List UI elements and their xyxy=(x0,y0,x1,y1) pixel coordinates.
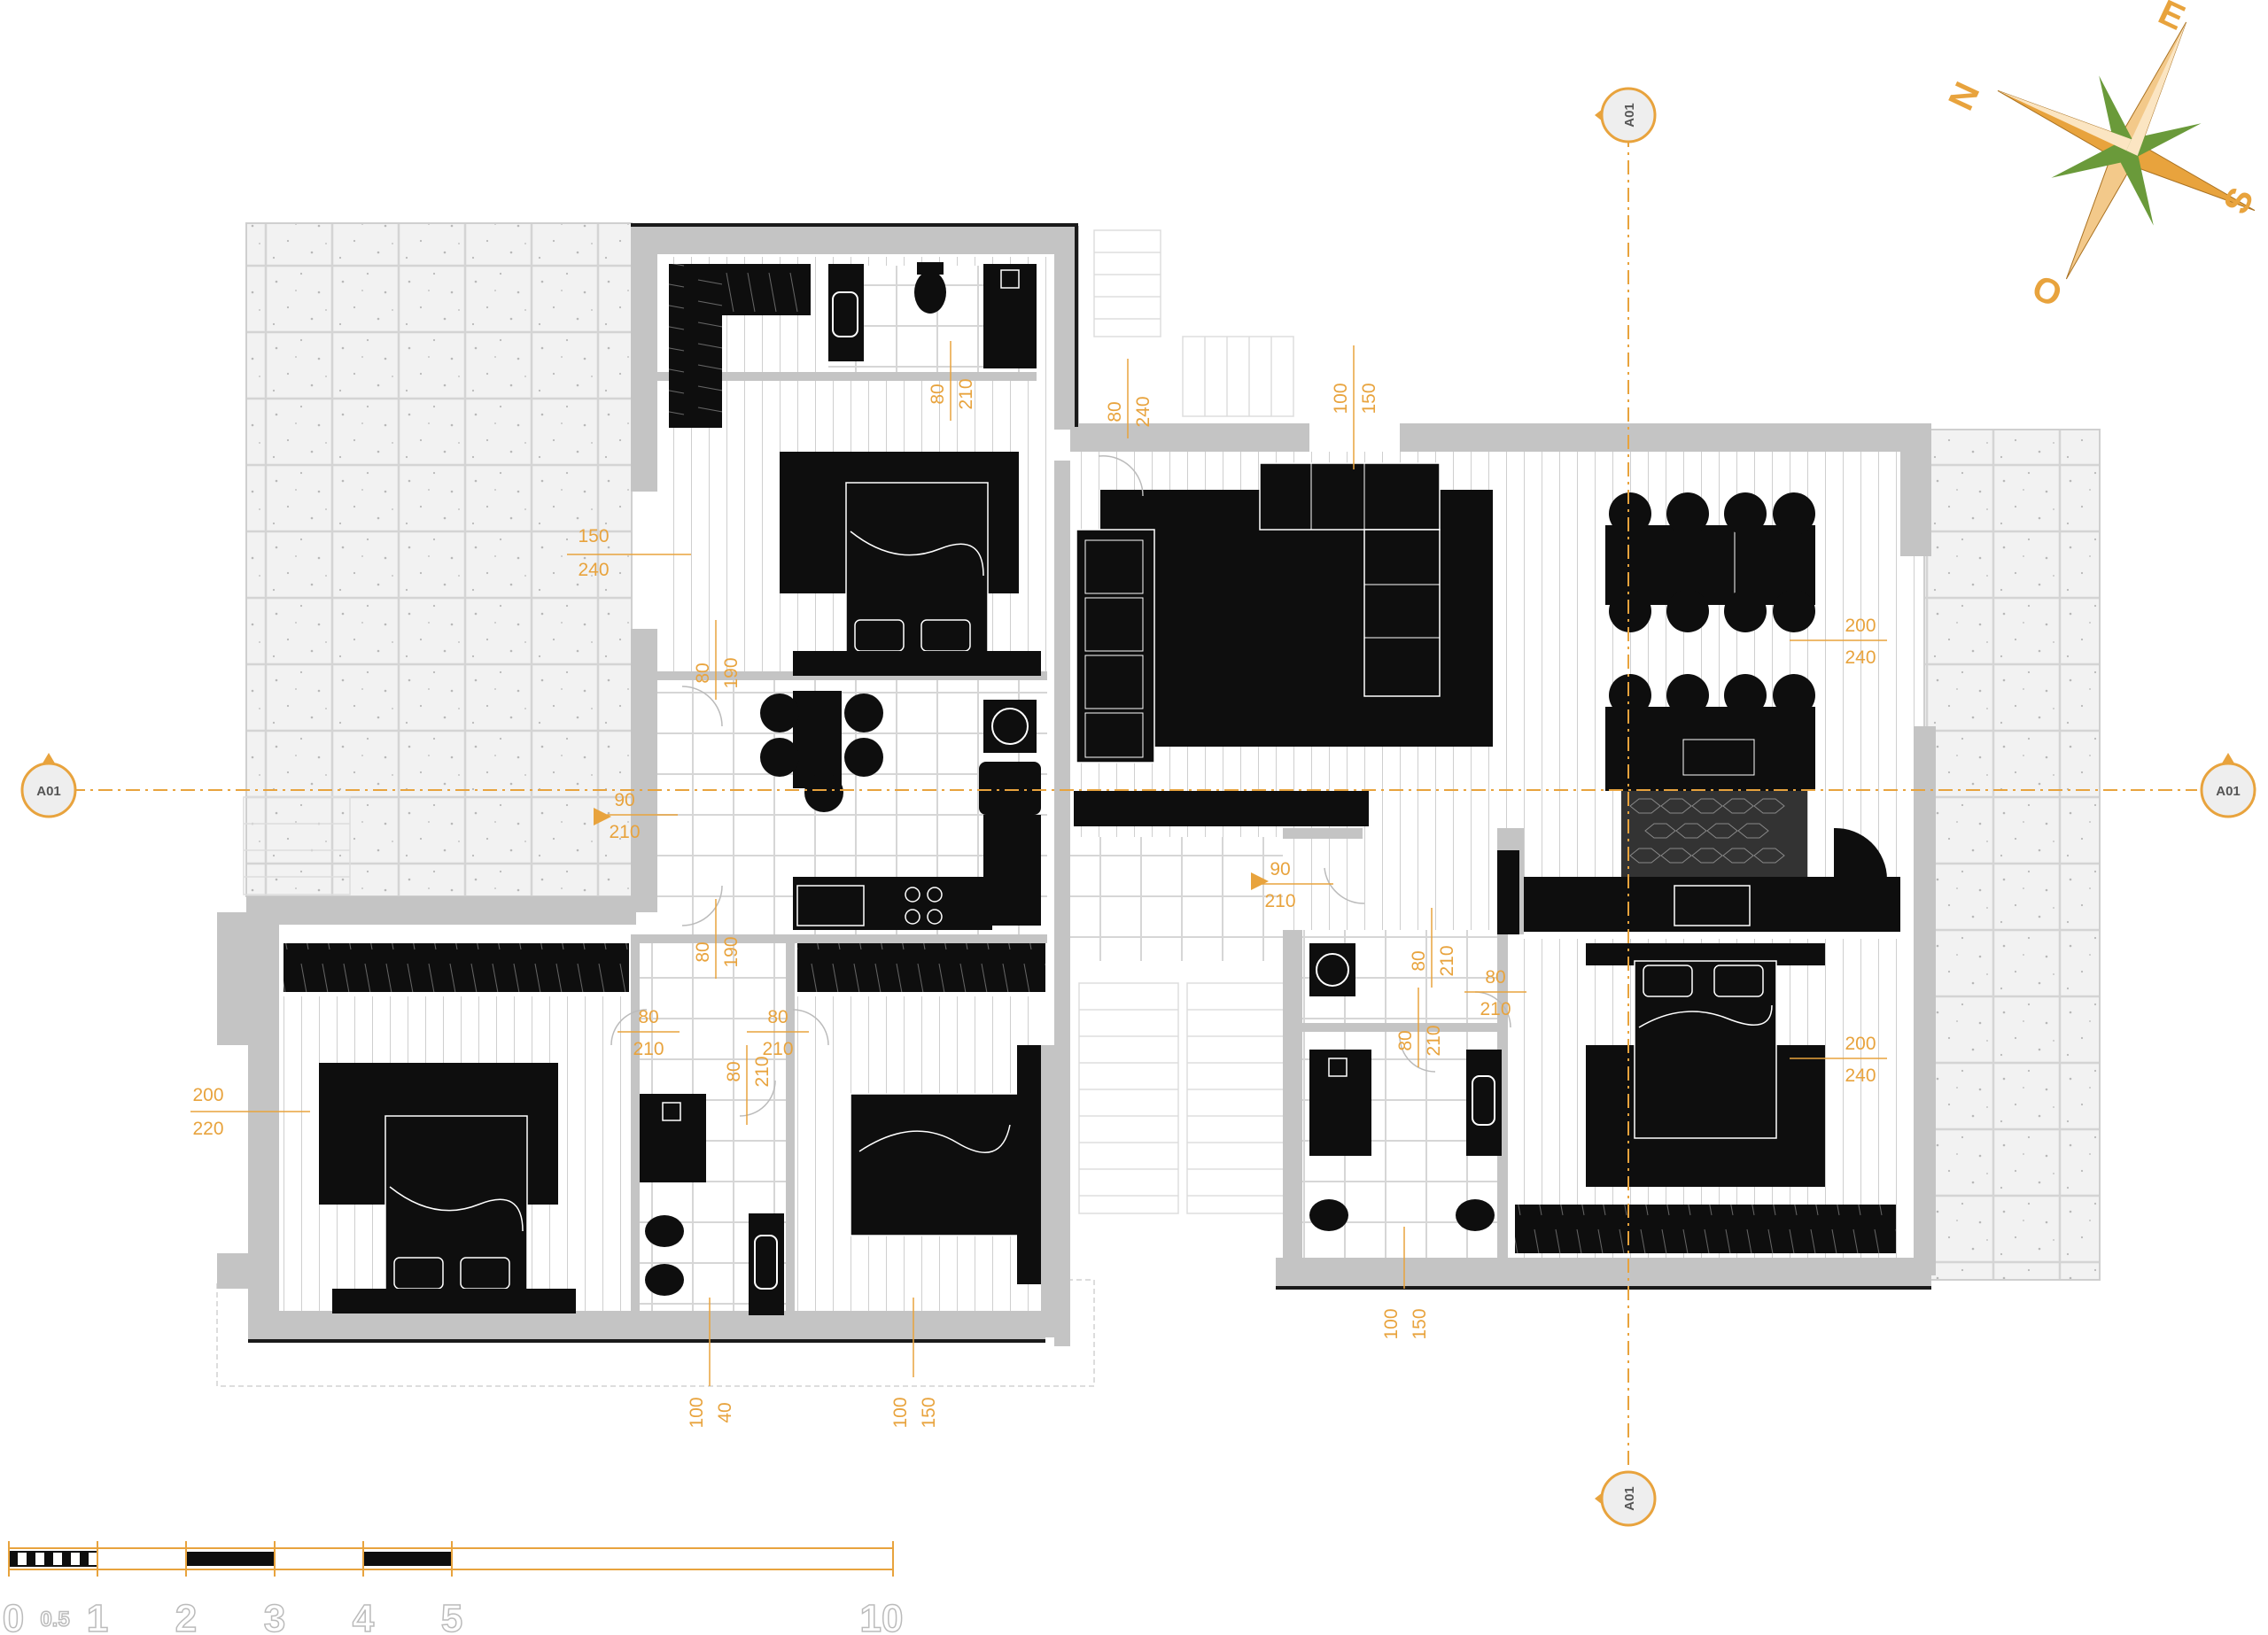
svg-text:200: 200 xyxy=(1845,1034,1876,1054)
furniture xyxy=(284,262,1900,1315)
svg-text:80: 80 xyxy=(1485,967,1505,988)
opening-label: 80 190 xyxy=(693,899,742,979)
opening-label: 80 190 xyxy=(693,620,742,700)
svg-text:100: 100 xyxy=(1331,383,1351,414)
terrace-west xyxy=(245,222,633,897)
svg-text:240: 240 xyxy=(1845,647,1876,668)
wall-edges xyxy=(248,223,1931,1343)
scale-label: 4 xyxy=(353,1597,375,1635)
opening-label: 80 210 xyxy=(617,1007,680,1059)
svg-text:240: 240 xyxy=(1845,1065,1876,1086)
svg-text:200: 200 xyxy=(192,1085,223,1105)
section-marker-north: A01 xyxy=(1595,87,1657,143)
svg-text:150: 150 xyxy=(1359,383,1379,414)
compass-north-label: N xyxy=(1941,76,1987,116)
svg-text:90: 90 xyxy=(1270,859,1290,879)
svg-text:150: 150 xyxy=(1410,1308,1430,1339)
svg-text:210: 210 xyxy=(762,1039,793,1059)
svg-text:210: 210 xyxy=(1437,945,1457,976)
opening-label: 80 210 xyxy=(1409,908,1457,988)
svg-text:80: 80 xyxy=(928,384,948,404)
svg-text:200: 200 xyxy=(1845,616,1876,636)
opening-label: 150 240 xyxy=(567,526,691,580)
entry-arrow-icon xyxy=(594,808,611,825)
svg-text:100: 100 xyxy=(890,1397,911,1428)
opening-label: 100 150 xyxy=(1381,1227,1430,1340)
svg-text:210: 210 xyxy=(609,822,640,842)
opening-label: 200 220 xyxy=(190,1085,310,1139)
section-marker-label: A01 xyxy=(2216,784,2241,799)
svg-text:150: 150 xyxy=(578,526,609,546)
section-marker-south: A01 xyxy=(1595,1470,1657,1527)
svg-text:210: 210 xyxy=(752,1056,773,1087)
svg-text:210: 210 xyxy=(1480,999,1511,1019)
compass-west-label: O xyxy=(2026,268,2068,315)
scale-label: 5 xyxy=(441,1597,462,1635)
svg-text:240: 240 xyxy=(1133,396,1153,427)
opening-label: 200 240 xyxy=(1790,1034,1887,1086)
svg-text:80: 80 xyxy=(1395,1030,1416,1050)
opening-label: 100 150 xyxy=(890,1298,939,1429)
svg-text:40: 40 xyxy=(715,1402,735,1422)
opening-label: 100 150 xyxy=(1331,345,1379,469)
scale-label: 0 xyxy=(3,1597,24,1635)
opening-label: 80 210 xyxy=(1464,967,1526,1019)
opening-label: 200 240 xyxy=(1790,616,1887,668)
walls xyxy=(217,226,1936,1346)
svg-text:80: 80 xyxy=(1409,950,1429,971)
section-marker-west: A01 xyxy=(20,753,77,818)
section-marker-label: A01 xyxy=(1622,1486,1637,1511)
opening-label: 80 210 xyxy=(747,1007,809,1059)
scale-label: 0.5 xyxy=(40,1608,69,1631)
door-swings xyxy=(610,454,1511,1117)
scale-label: 2 xyxy=(175,1597,197,1635)
opening-label: 80 210 xyxy=(724,1045,773,1125)
section-marker-east: A01 xyxy=(2200,753,2256,818)
svg-text:210: 210 xyxy=(633,1039,664,1059)
staircase xyxy=(243,229,1294,1214)
opening-label: 100 40 xyxy=(687,1298,735,1429)
svg-text:80: 80 xyxy=(693,663,713,683)
opening-label: 90 210 xyxy=(1254,859,1333,911)
svg-text:80: 80 xyxy=(693,941,713,962)
section-marker-label: A01 xyxy=(36,784,61,799)
svg-text:240: 240 xyxy=(578,560,609,580)
scale-bar: 0 0.5 1 2 3 4 5 10 xyxy=(2,1541,904,1635)
scale-label: 1 xyxy=(87,1597,108,1635)
svg-text:100: 100 xyxy=(687,1397,707,1428)
scale-label: 3 xyxy=(264,1597,285,1635)
svg-text:80: 80 xyxy=(638,1007,658,1027)
section-marker-label: A01 xyxy=(1622,103,1637,128)
svg-text:190: 190 xyxy=(721,657,742,688)
svg-text:190: 190 xyxy=(721,936,742,967)
opening-label: 80 210 xyxy=(928,341,976,421)
svg-text:80: 80 xyxy=(1105,401,1125,422)
svg-text:210: 210 xyxy=(1264,891,1295,911)
entry-arrow-icon xyxy=(1251,872,1269,890)
compass-rose-icon: N E S O xyxy=(1941,0,2262,315)
opening-label: 80 210 xyxy=(1395,988,1444,1067)
compass-south-label: S xyxy=(2217,182,2262,220)
svg-text:220: 220 xyxy=(192,1119,223,1139)
svg-text:80: 80 xyxy=(724,1061,744,1081)
svg-text:90: 90 xyxy=(614,790,634,810)
scale-label: 10 xyxy=(860,1597,904,1635)
terrace-east xyxy=(1923,429,2101,1281)
svg-text:100: 100 xyxy=(1381,1308,1402,1339)
section-lines xyxy=(71,133,2197,1470)
svg-text:210: 210 xyxy=(956,378,976,409)
opening-label: 80 240 xyxy=(1105,359,1153,438)
opening-label: 90 210 xyxy=(607,790,678,842)
svg-text:150: 150 xyxy=(919,1397,939,1428)
svg-text:80: 80 xyxy=(767,1007,788,1027)
compass-east-label: E xyxy=(2153,0,2191,38)
opening-labels: 150 240 80 210 80 240 100 150 200 240 80… xyxy=(190,341,1887,1429)
svg-text:210: 210 xyxy=(1424,1025,1444,1056)
